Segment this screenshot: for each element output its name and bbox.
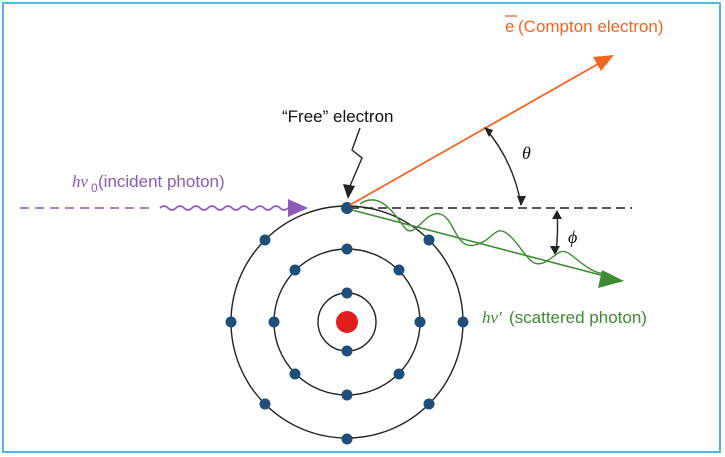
- electron: [341, 287, 353, 299]
- electron: [393, 368, 405, 380]
- scattered-photon-arrowhead: [598, 270, 624, 288]
- scattered-photon-label: (scattered photon): [509, 308, 647, 327]
- scattered-photon-path: [351, 209, 613, 279]
- electron: [457, 316, 469, 328]
- electron: [268, 316, 280, 328]
- nucleus: [336, 311, 358, 333]
- electron: [289, 368, 301, 380]
- phi-label: ϕ: [568, 227, 577, 247]
- theta-angle-arc: [485, 128, 522, 206]
- electron: [225, 316, 237, 328]
- incident-photon-h: hν: [72, 172, 89, 191]
- electron: [393, 264, 405, 276]
- incident-photon-label: (incident photon): [98, 172, 225, 191]
- scattered-photon-h: hν′: [482, 308, 502, 327]
- incident-photon-wave: [159, 205, 289, 211]
- incident-photon-subscript: 0: [91, 181, 98, 195]
- figure-frame: [2, 2, 721, 453]
- incident-photon-arrowhead: [288, 199, 308, 217]
- electron: [289, 264, 301, 276]
- free-electron-pointer: [349, 127, 363, 187]
- electron: [259, 398, 271, 410]
- free-electron-label: “Free” electron: [282, 107, 393, 126]
- electron: [341, 243, 353, 255]
- compton-electron-arrowhead: [593, 55, 614, 71]
- electron: [423, 234, 435, 246]
- compton-electron-arrow: [349, 59, 606, 206]
- scattered-photon-wave: [359, 199, 607, 275]
- electron: [341, 345, 353, 357]
- electron: [414, 316, 426, 328]
- electrons: [225, 234, 469, 445]
- theta-label: θ: [522, 143, 531, 163]
- compton-electron-label: (Compton electron): [518, 17, 664, 36]
- electron: [341, 389, 353, 401]
- electron: [423, 398, 435, 410]
- electron: [341, 433, 353, 445]
- compton-electron-symbol: e: [505, 17, 514, 36]
- electron: [259, 234, 271, 246]
